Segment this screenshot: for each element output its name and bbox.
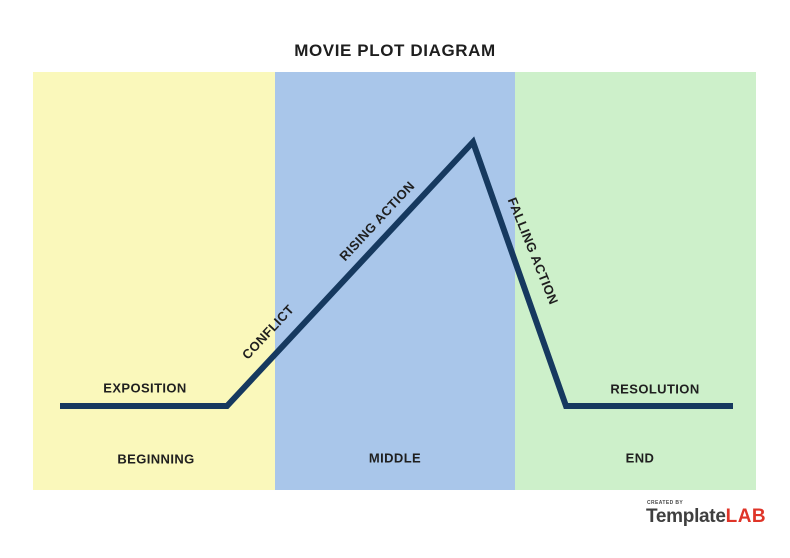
stage-label-resolution: RESOLUTION bbox=[610, 381, 700, 397]
acts-band bbox=[33, 72, 756, 490]
act-label-middle: MIDDLE bbox=[368, 450, 422, 466]
act-label-beginning: BEGINNING bbox=[117, 451, 195, 467]
logo-wordmark-primary: Template bbox=[646, 506, 726, 527]
logo-wordmark-secondary: LAB bbox=[725, 506, 767, 527]
logo-wordmark: TemplateLAB bbox=[646, 506, 766, 527]
act-section-beginning bbox=[33, 72, 275, 490]
stage-label-exposition: EXPOSITION bbox=[103, 380, 187, 396]
act-label-end: END bbox=[625, 450, 655, 466]
logo-credit-text: CREATED BY bbox=[647, 500, 684, 506]
templatelab-logo: CREATED BY TemplateLAB bbox=[646, 500, 766, 527]
page-title: MOVIE PLOT DIAGRAM bbox=[294, 41, 496, 60]
act-section-middle bbox=[275, 72, 515, 490]
